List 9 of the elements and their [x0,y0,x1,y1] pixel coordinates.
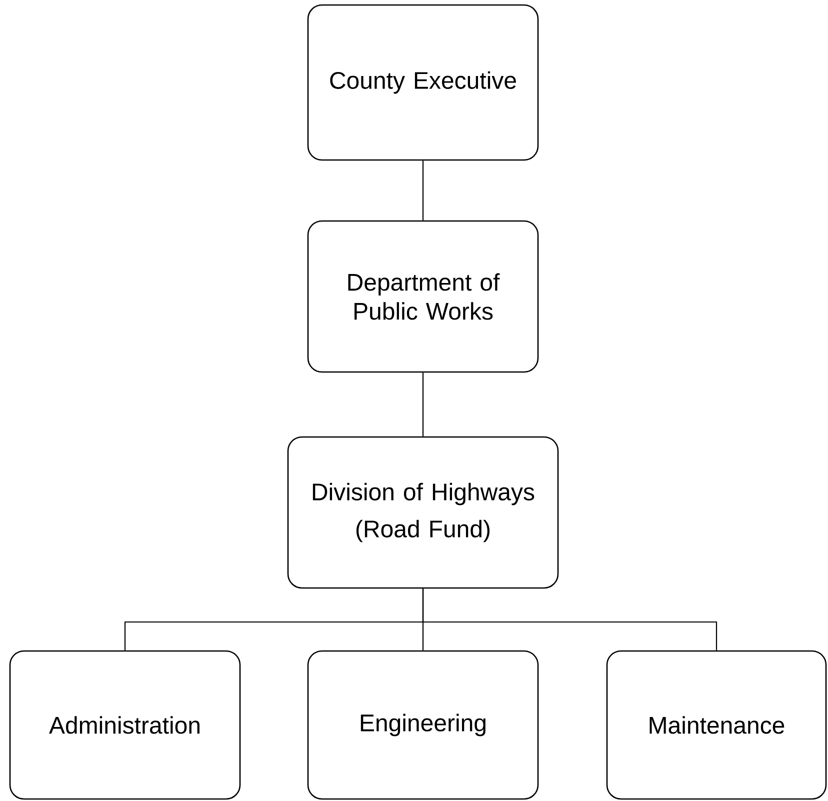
org-box: Department of Public Works [307,220,539,373]
org-box: County Executive [307,4,539,161]
org-box: Division of Highways (Road Fund) [287,436,559,589]
connector-line [422,160,424,220]
connector-line [422,372,424,436]
org-box: Administration [9,650,241,800]
org-box: Engineering [307,650,539,800]
org-box: Maintenance [606,650,827,800]
connector-line [422,588,718,650]
